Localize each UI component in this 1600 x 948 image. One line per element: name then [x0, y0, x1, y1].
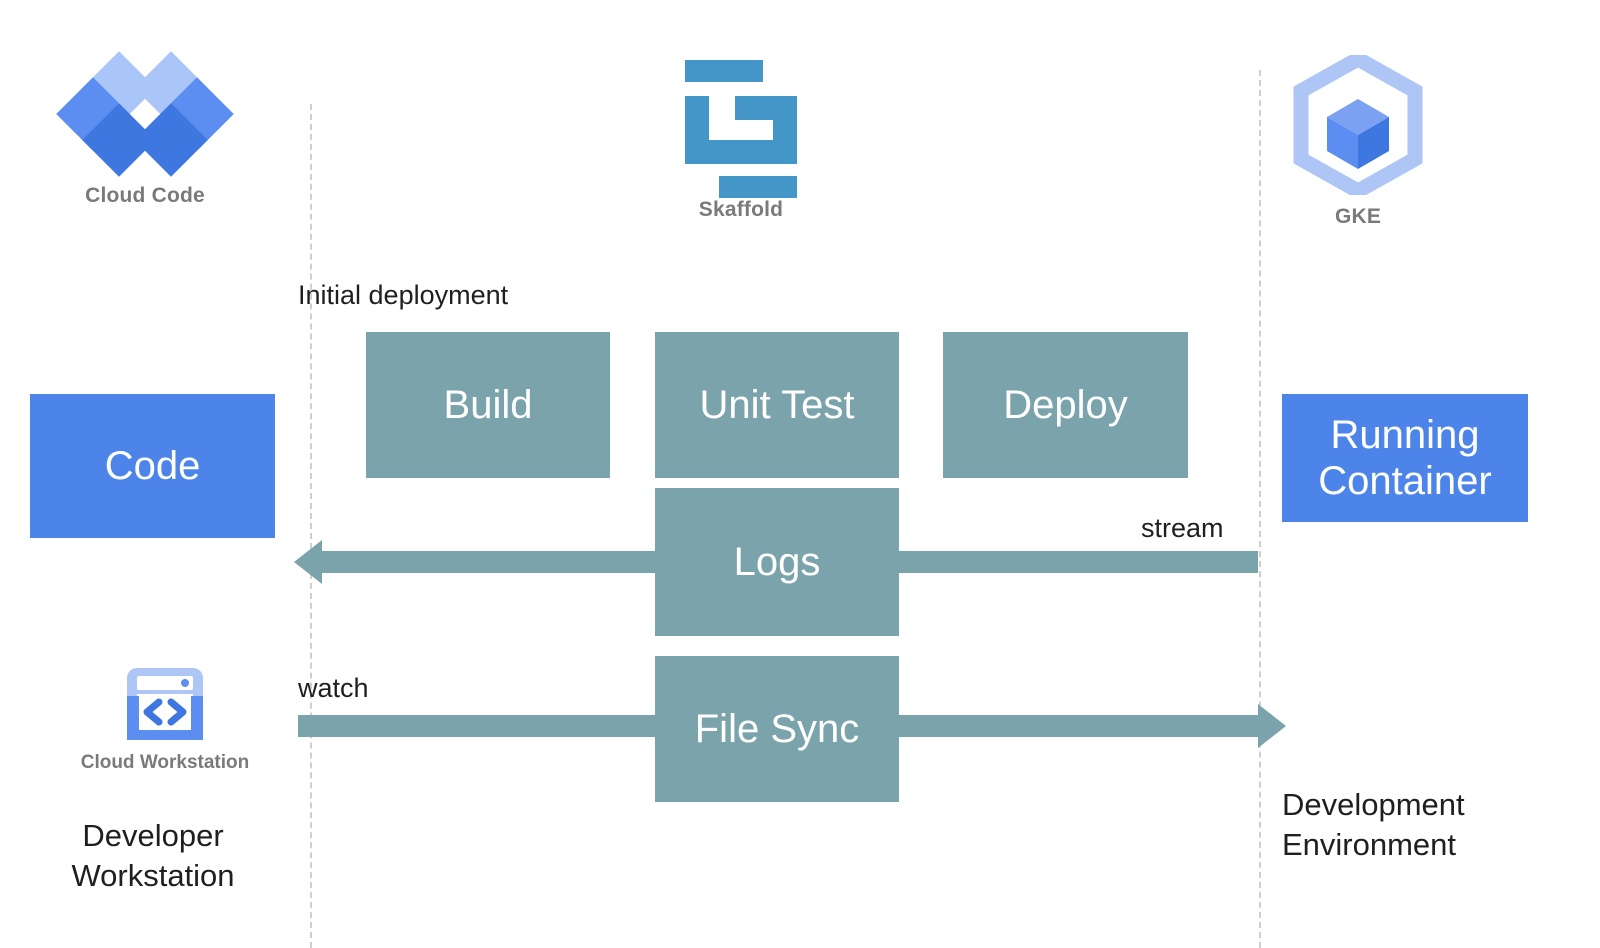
- development-environment-line-1: Development: [1282, 787, 1465, 822]
- skaffold-bar-top: [685, 60, 763, 82]
- skaffold-caption: Skaffold: [698, 198, 784, 221]
- build-box-label: Build: [443, 382, 533, 427]
- environment-boundary-line: [1259, 70, 1261, 948]
- running-container-line-2: Container: [1318, 459, 1492, 503]
- deploy-box[interactable]: Deploy: [943, 332, 1188, 478]
- skaffold-logo-icon: [683, 60, 799, 198]
- cloud-workstation-caption: Cloud Workstation: [80, 752, 250, 773]
- code-box[interactable]: Code: [30, 394, 275, 538]
- developer-workstation-line-1: Developer: [82, 818, 224, 853]
- logs-box-label: Logs: [733, 539, 821, 584]
- deploy-box-label: Deploy: [1003, 382, 1128, 427]
- cloud-code-logo-block: Cloud Code: [40, 51, 250, 208]
- stream-label: stream: [1141, 513, 1224, 543]
- initial-deployment-label: Initial deployment: [298, 280, 509, 310]
- running-container-line-1: Running: [1330, 412, 1480, 457]
- skaffold-bar-lower-mid: [685, 140, 779, 164]
- file-sync-box[interactable]: File Sync: [655, 656, 899, 802]
- logs-stream-arrow-head-left: [294, 540, 322, 584]
- skaffold-bar-upper-mid: [735, 96, 797, 120]
- cloud-workstation-browser-code-icon: [123, 662, 207, 746]
- running-container-box[interactable]: Running Container: [1282, 394, 1528, 522]
- running-container-box-label: Running Container: [1318, 412, 1491, 505]
- code-box-label: Code: [104, 443, 201, 488]
- development-environment-line-2: Environment: [1282, 826, 1457, 862]
- cloud-code-diamonds-icon: [56, 51, 234, 177]
- development-environment-caption: Development Environment: [1282, 785, 1552, 864]
- file-sync-box-label: File Sync: [694, 706, 860, 751]
- gke-logo-block: GKE: [1253, 50, 1463, 229]
- cloud-code-caption: Cloud Code: [85, 184, 205, 207]
- gke-caption: GKE: [1334, 205, 1382, 228]
- unit-test-box[interactable]: Unit Test: [655, 332, 899, 478]
- workstation-boundary-line: [310, 104, 312, 948]
- skaffold-logo-block: Skaffold: [636, 60, 846, 222]
- file-sync-arrow-head-right: [1258, 704, 1286, 748]
- cloud-workstation-logo-block: Cloud Workstation: [40, 662, 290, 774]
- skaffold-bar-bottom: [719, 176, 797, 198]
- gke-hexagon-cube-icon: [1293, 50, 1423, 200]
- developer-workstation-caption: Developer Workstation: [30, 816, 276, 895]
- logs-box[interactable]: Logs: [655, 488, 899, 636]
- build-box[interactable]: Build: [366, 332, 610, 478]
- watch-label: watch: [298, 673, 369, 703]
- unit-test-box-label: Unit Test: [699, 382, 855, 427]
- developer-workstation-line-2: Workstation: [71, 857, 235, 893]
